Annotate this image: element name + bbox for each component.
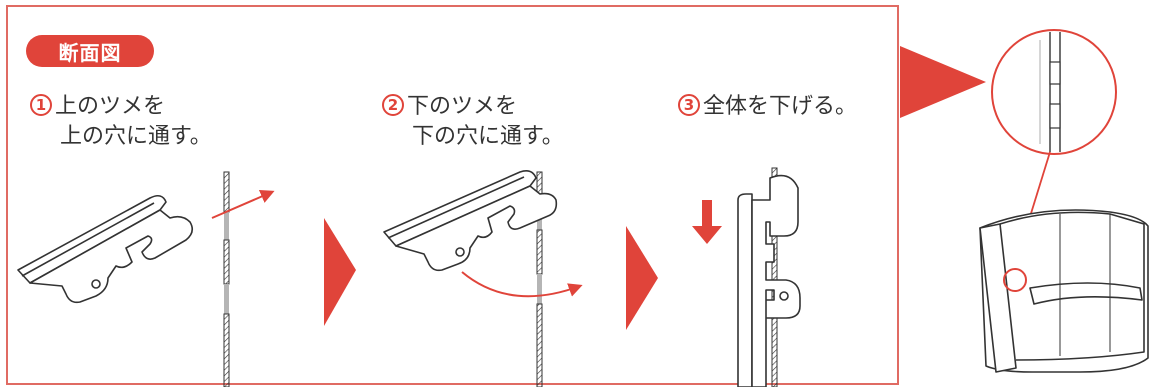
step-1-line2: 上の穴に通す。 — [60, 124, 212, 149]
step-1-panel-section — [223, 171, 230, 387]
step-1-arrow — [211, 190, 275, 219]
step-1-number: 1 — [30, 94, 52, 116]
next-arrow-2 — [626, 226, 658, 330]
diagram-frame — [6, 5, 899, 385]
step-1-line1: 上のツメを — [55, 94, 166, 119]
step-2-line1: 下のツメを — [407, 94, 518, 119]
booth-illustration — [979, 209, 1149, 373]
step-3-line1: 全体を下げる。 — [703, 94, 858, 119]
zoom-pointer — [900, 46, 986, 118]
step-2-bracket — [383, 170, 558, 272]
step-3-number: 3 — [678, 94, 700, 116]
down-arrow-icon — [692, 200, 722, 244]
section-badge: 断面図 — [26, 35, 154, 67]
zoom-detail-circle — [991, 29, 1117, 155]
step-2-line2: 下の穴に通す。 — [412, 124, 564, 149]
step-3-panel-section — [771, 167, 778, 387]
next-arrow-1 — [324, 218, 356, 326]
step-2-number: 2 — [382, 94, 404, 116]
step-1-bracket — [17, 194, 194, 304]
step-3-bracket — [737, 174, 801, 387]
step-2-arrow — [461, 271, 583, 298]
